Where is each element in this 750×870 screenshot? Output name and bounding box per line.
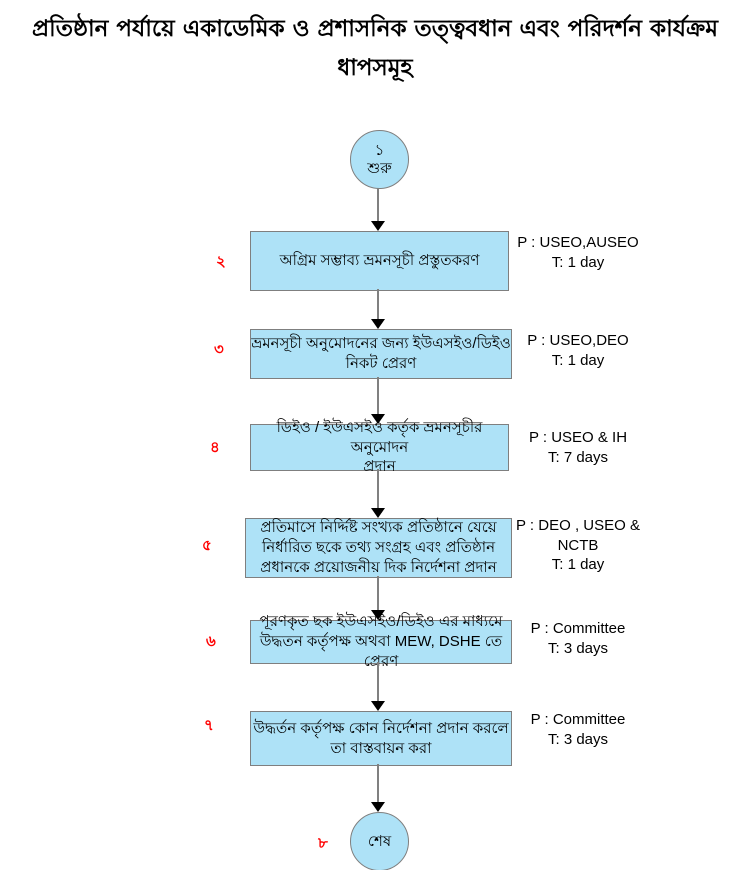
step-number-5: ৫ — [202, 537, 212, 554]
page-title: প্রতিষ্ঠান পর্যায়ে একাডেমিক ও প্রশাসনিক… — [31, 16, 719, 81]
start-label: শুরু — [367, 159, 392, 177]
connector-line — [377, 576, 379, 611]
step-number-2: ২ — [216, 253, 226, 270]
step-number-3: ৩ — [214, 341, 224, 358]
end-node: শেষ — [350, 812, 409, 870]
annotation-line: T: 1 day — [551, 253, 605, 271]
connector-line — [377, 764, 379, 803]
step-box-2: অগ্রিম সম্ভাব্য ভ্রমনসূচী প্রস্তুতকরণ — [250, 231, 509, 291]
annotation-line: T: 3 days — [547, 639, 609, 657]
step-number-7: ৭ — [204, 717, 214, 734]
annotation-line: NCTB — [557, 536, 599, 554]
annotation-line: T: 3 days — [547, 730, 609, 748]
annotation-line: T: 7 days — [547, 448, 609, 466]
step-box-3: ভ্রমনসূচী অনুমোদনের জন্য ইউএসইও/ডিইও নিক… — [250, 329, 512, 379]
arrow-down-icon — [371, 802, 385, 812]
step-box-7: উদ্ধর্তন কর্তৃপক্ষ কোন নির্দেশনা প্রদান … — [250, 711, 512, 766]
step-annotation-3: P : USEO,DEO T: 1 day — [508, 331, 648, 370]
connector-line — [377, 662, 379, 702]
annotation-line: P : DEO , USEO & — [516, 517, 640, 534]
step-number-6: ৬ — [206, 633, 216, 650]
connector-line — [377, 377, 379, 415]
arrow-down-icon — [371, 221, 385, 231]
step-annotation-4: P : USEO & IH T: 7 days — [508, 428, 648, 467]
start-node: ১ শুরু — [350, 130, 409, 189]
step-box-7-line: উদ্ধর্তন কর্তৃপক্ষ কোন নির্দেশনা প্রদান … — [253, 719, 509, 737]
step-box-2-line: অগ্রিম সম্ভাব্য ভ্রমনসূচী প্রস্তুতকরণ — [279, 252, 480, 270]
end-label: শেষ — [367, 832, 392, 850]
step-box-4-line: প্রদান — [363, 458, 396, 476]
step-annotation-5: P : DEO , USEO & NCTB T: 1 day — [508, 516, 648, 575]
step-box-6: পূরণকৃত ছক ইউএসইও/ডিইও এর মাধ্যমে উদ্ধতন… — [250, 613, 512, 670]
arrow-down-icon — [371, 319, 385, 329]
step-box-3-line: নিকট প্রেরণ — [345, 355, 417, 372]
step-annotation-2: P : USEO,AUSEO T: 1 day — [508, 233, 648, 272]
step-annotation-7: P : Committee T: 3 days — [508, 710, 648, 749]
arrow-down-icon — [371, 701, 385, 711]
annotation-line: P : Committee — [530, 620, 626, 637]
step-box-5-line: প্রধানকে প্রয়োজনীয় দিক নির্দেশনা প্রদা… — [260, 558, 497, 576]
step-number-4: ৪ — [210, 439, 220, 456]
annotation-line: T: 1 day — [551, 351, 605, 369]
start-step-number: ১ — [374, 142, 385, 160]
step-box-4-line: ডিইও / ইউএসইও কর্তৃক ভ্রমনসূচীর অনুমোদন — [276, 418, 483, 456]
step-box-5-line: নির্ধারিত ছকে তথ্য সংগ্রহ এবং প্রতিষ্ঠান — [261, 539, 496, 557]
annotation-line: P : Committee — [530, 711, 626, 728]
step-box-5-line: প্রতিমাসে নির্দ্দিষ্ট সংখ্যক প্রতিষ্ঠানে… — [260, 519, 497, 537]
step-number-8: ৮ — [318, 835, 328, 852]
step-box-7-line: তা বাস্তবায়ন করা — [330, 739, 432, 757]
arrow-down-icon — [371, 414, 385, 424]
step-box-6-line: উদ্ধতন কর্তৃপক্ষ অথবা MEW, DSHE তে প্রের… — [259, 633, 503, 670]
annotation-line: T: 1 day — [551, 556, 605, 573]
step-box-6-line: পূরণকৃত ছক ইউএসইও/ডিইও এর মাধ্যমে — [259, 613, 503, 631]
annotation-line: P : USEO & IH — [528, 429, 628, 446]
connector-line — [377, 289, 379, 320]
connector-line — [377, 469, 379, 509]
arrow-down-icon — [371, 508, 385, 518]
annotation-line: P : USEO,DEO — [527, 332, 629, 349]
arrow-down-icon — [371, 610, 385, 620]
annotation-line: P : USEO,AUSEO — [517, 234, 639, 251]
step-annotation-6: P : Committee T: 3 days — [508, 619, 648, 658]
step-box-4: ডিইও / ইউএসইও কর্তৃক ভ্রমনসূচীর অনুমোদন … — [250, 419, 509, 475]
step-box-3-line: ভ্রমনসূচী অনুমোদনের জন্য ইউএসইও/ডিইও — [251, 335, 511, 353]
connector-line — [377, 188, 379, 222]
step-box-5: প্রতিমাসে নির্দ্দিষ্ট সংখ্যক প্রতিষ্ঠানে… — [245, 518, 512, 578]
